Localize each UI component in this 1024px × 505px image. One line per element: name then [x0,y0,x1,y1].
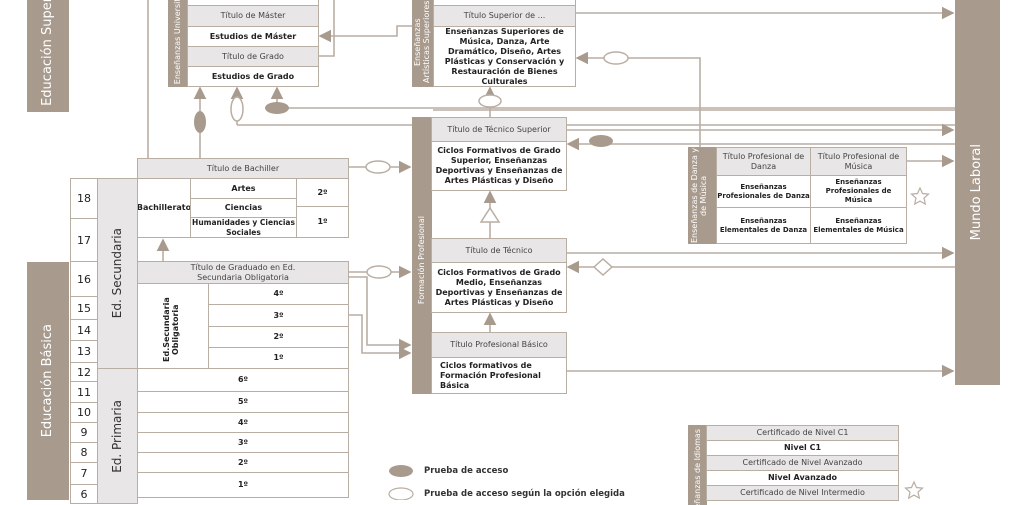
fp-bar: Formación Profesional [412,117,432,394]
age-cell: 15 [70,296,98,320]
curso: 2º [296,178,349,207]
curso: 1º [208,347,349,369]
prueba-acceso-marker [589,135,613,147]
universitarias-bar: Enseñanzas Universitarias [168,0,188,87]
idiomas-row: Certificado de Nivel Avanzado [706,455,899,471]
age-cell: 7 [70,462,98,485]
fp-basica: Ciclos formativos de Formación Profesion… [431,357,567,394]
grado-superior: Ciclos Formativos de Grado Superior, Ens… [431,141,567,191]
idiomas-row: Nivel Avanzado [706,470,899,486]
curso: 1º [137,472,349,498]
curso: 5º [137,391,349,413]
stage-label: Ed. Primaria [109,399,124,473]
titulo-grado: Título de Grado [187,46,319,67]
titulo-danza: Título Profesional de Danza [716,147,811,176]
titulo-tecnico-superior: Título de Técnico Superior [431,117,567,142]
estudios-grado: Estudios de Grado [187,66,319,87]
titulo-bachiller: Título de Bachiller [137,158,349,179]
age-cell: 12 [70,362,98,382]
ed-secundaria-bar: Ed. Secundaria [97,178,138,369]
artisticas-bar: Enseñanzas Artísticas Superiores [412,0,434,87]
estudios-master: Estudios de Máster [187,26,319,47]
modalidad: Ciencias [190,198,297,218]
access-markers [194,51,930,500]
section-label: Formación Profesional [417,215,427,304]
stage-label: Educación Básica [39,324,55,438]
curso: 4º [137,412,349,433]
prof-danza: Enseñanzas Profesionales de Danza [716,175,811,208]
section-label: Enseñanzas de Danza y de Música [689,147,708,244]
titulo-musica: Título Profesional de Música [810,147,907,176]
ed-primaria-bar: Ed. Primaria [97,368,138,504]
prueba-acceso-marker [194,111,206,133]
modalidad: Humanidades y Ciencias Sociales [190,217,297,238]
curso: 3º [137,432,349,453]
prueba-opcion-marker [478,94,502,108]
educacion-basica-bar: Educación Básica [27,262,69,500]
stage-label: Ed. Secundaria [109,228,124,319]
legend-open-marker [388,487,414,500]
age-cell: 10 [70,402,98,423]
curso: 3º [208,304,349,327]
star-icon [910,186,930,206]
titulo-superior: Título Superior de ... [433,5,576,27]
legend-filled-marker [389,465,413,477]
curso: 2º [137,452,349,473]
diamond-icon [592,257,614,277]
section-label: Enseñanzas Universitarias [173,0,183,84]
age-cell: 8 [70,442,98,463]
titulo-master: Título de Máster [187,5,319,27]
age-cell: 6 [70,484,98,504]
age-cell: 14 [70,319,98,341]
prueba-opcion-marker [230,96,244,122]
legend-prueba-opcion: Prueba de acceso según la opción elegida [424,489,625,499]
titulo-tecnico: Título de Técnico [431,238,567,263]
prueba-opcion-marker [366,265,392,279]
stage-label: Educación Superior [39,0,55,106]
grado-medio: Ciclos Formativos de Grado Medio, Enseña… [431,262,567,313]
elem-musica: Enseñanzas Elementales de Música [810,207,907,244]
age-cell: 9 [70,422,98,443]
artisticas-contenido: Enseñanzas Superiores de Música, Danza, … [433,26,576,87]
age-cell: 11 [70,381,98,403]
curso: 1º [296,206,349,238]
prof-musica: Enseñanzas Profesionales de Música [810,175,907,208]
curso: 2º [208,326,349,348]
idiomas-row: Certificado de Nivel Intermedio [706,485,899,501]
idiomas-row: Nivel C1 [706,440,899,456]
prueba-acceso-marker [265,102,289,114]
titulo-graduado-eso: Título de Graduado en Ed. Secundaria Obl… [137,261,349,284]
age-cell: 17 [70,218,98,262]
danza-musica-bar: Enseñanzas de Danza y de Música [688,147,717,244]
titulo-profesional-basico: Título Profesional Básico [431,332,567,358]
age-cell: 16 [70,261,98,297]
curso: 6º [137,368,349,392]
age-cell: 18 [70,178,98,219]
section-label: Enseñanzas de Idiomas [692,429,702,505]
stage-label: Mundo Laboral [969,144,985,241]
eso-label: Ed.Secundaria Obligatoria [137,283,209,369]
modalidad: Artes [190,178,297,199]
legend-prueba: Prueba de acceso [424,466,509,476]
triangle-icon [479,206,501,223]
eso-label-text: Ed.Secundaria Obligatoria [162,297,181,363]
prueba-opcion-marker [603,51,629,65]
bachillerato-label: Bachillerato [137,178,191,238]
section-label: Enseñanzas Artísticas Superiores [413,0,432,84]
elem-danza: Enseñanzas Elementales de Danza [716,207,811,244]
prueba-opcion-marker [365,160,391,174]
idiomas-bar: Enseñanzas de Idiomas [688,425,707,505]
educacion-superior-bar: Educación Superior [27,0,69,112]
age-cell: 13 [70,340,98,363]
star-icon [904,480,924,500]
mundo-laboral-bar: Mundo Laboral [955,0,1000,385]
idiomas-row: Certificado de Nivel C1 [706,425,899,441]
curso: 4º [208,283,349,305]
